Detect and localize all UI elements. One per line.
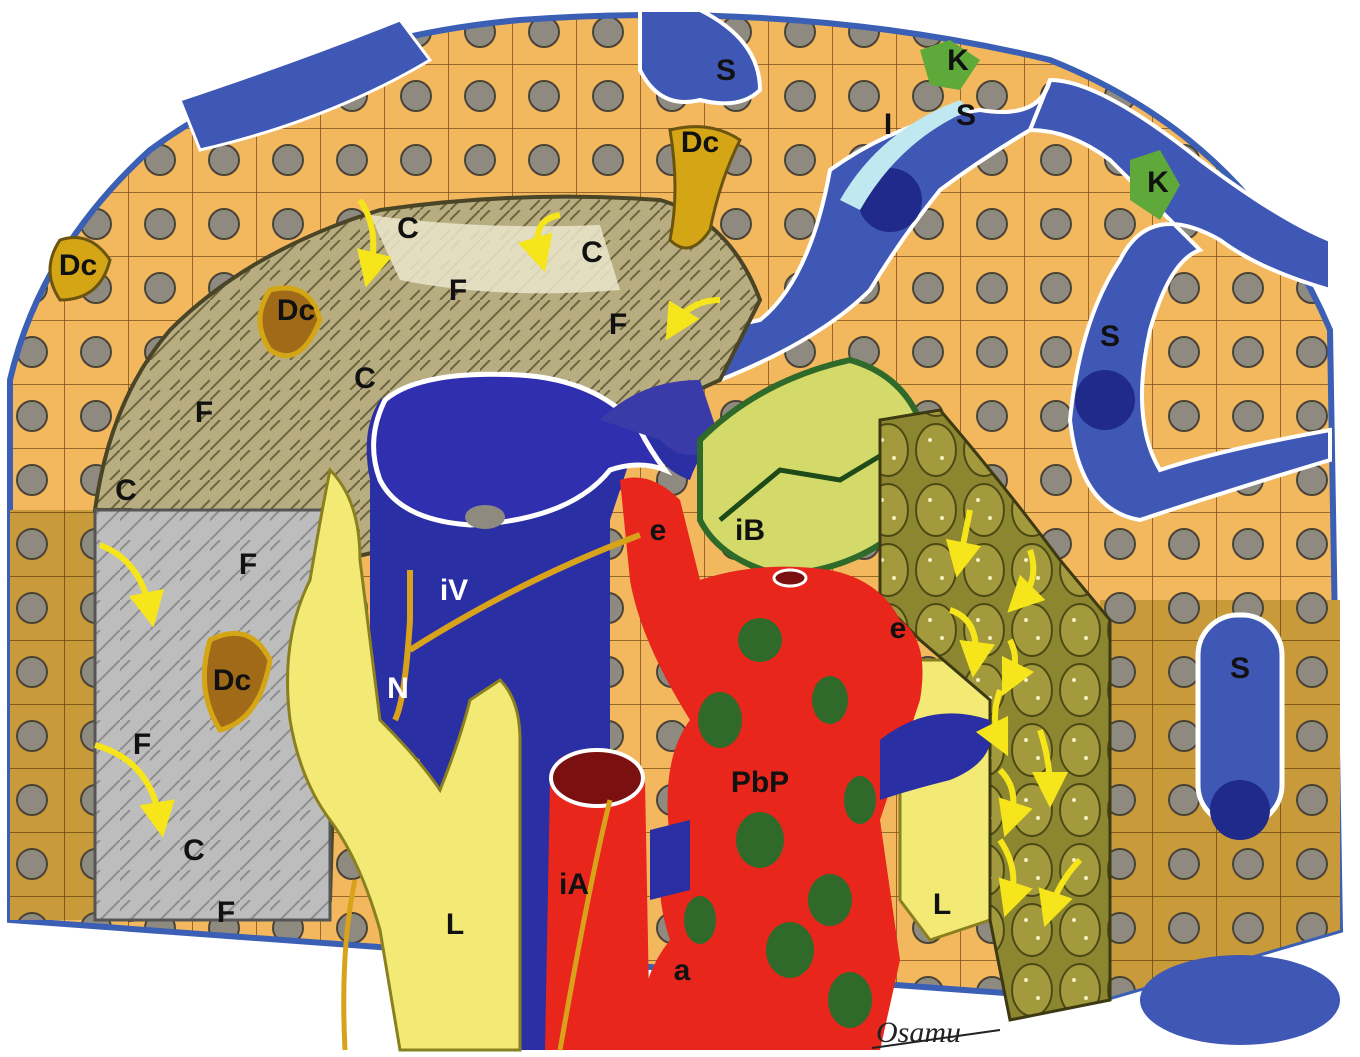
label-interstitium: I — [884, 108, 892, 141]
label-sinusoid: S — [956, 99, 976, 132]
label-fibroblast: F — [449, 274, 467, 307]
label-lymphatic: L — [933, 888, 951, 921]
label-fibroblast: F — [133, 728, 151, 761]
label-ehrlich-junction: e — [650, 514, 667, 547]
label-dendritic-cell: Dc — [213, 664, 251, 697]
artist-signature: Osamu — [876, 1016, 961, 1049]
label-collagen: C — [115, 474, 137, 507]
label-dendritic-cell: Dc — [277, 294, 315, 327]
label-collagen: C — [397, 212, 419, 245]
label-lymphatic: L — [446, 908, 464, 941]
label-ehrlich-junction: e — [890, 612, 907, 645]
interlobular-artery-lumen — [551, 750, 643, 806]
label-peribiliary-plexus: PbP — [731, 766, 789, 799]
label-sinusoid: S — [716, 54, 736, 87]
label-fibroblast: F — [195, 396, 213, 429]
label-fibroblast: F — [239, 548, 257, 581]
label-fibroblast: F — [217, 896, 235, 929]
label-interlobular-bile-duct: iB — [735, 514, 765, 547]
venule-left — [650, 820, 690, 900]
artery-lumen — [774, 570, 806, 586]
label-collagen: C — [354, 362, 376, 395]
label-interlobular-artery: iA — [559, 868, 589, 901]
sinusoid-bottom-right — [1140, 955, 1340, 1045]
label-interlobular-vein: iV — [440, 574, 468, 607]
label-fibroblast: F — [609, 308, 627, 341]
label-sinusoid: S — [1230, 652, 1250, 685]
label-arteriole: a — [674, 954, 691, 987]
label-kupffer: K — [1147, 166, 1169, 199]
label-collagen: C — [581, 236, 603, 269]
label-dendritic-cell: Dc — [681, 126, 719, 159]
label-collagen: C — [183, 834, 205, 867]
label-nerve: N — [387, 672, 409, 705]
label-kupffer: K — [947, 44, 969, 77]
label-sinusoid: S — [1100, 320, 1120, 353]
label-dendritic-cell: Dc — [59, 249, 97, 282]
